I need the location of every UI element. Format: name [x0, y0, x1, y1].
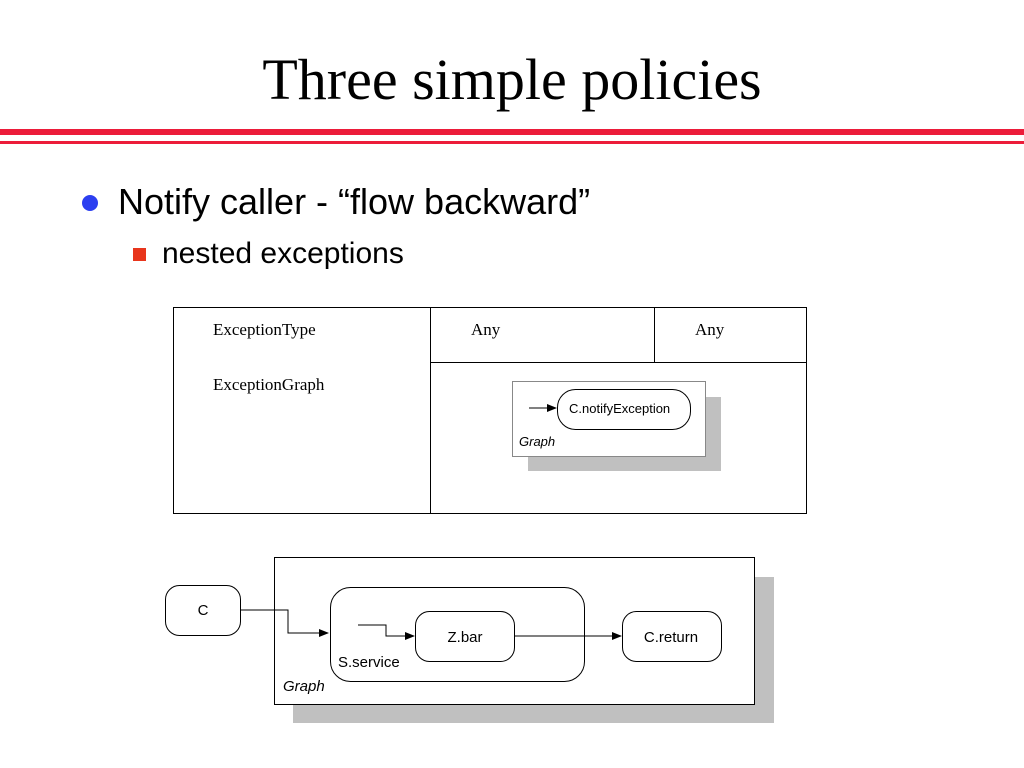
return-label: C.return [644, 629, 698, 646]
service-entry-arrow [358, 624, 415, 640]
zbar-label: Z.bar [447, 629, 482, 646]
notify-exception-node [557, 389, 691, 430]
exception-type-value-1: Any [471, 320, 501, 339]
lower-graph: C S.service Z.bar C.return Graph [165, 557, 774, 723]
exception-type-value-2: Any [695, 320, 725, 339]
return-node [622, 611, 722, 662]
notify-graph-box: C.notifyException Graph [512, 381, 721, 471]
notify-exception-label: C.notifyException [569, 401, 670, 416]
bullet-level1: Notify caller - “flow backward” [118, 181, 591, 222]
title-rule-thin [0, 141, 1024, 144]
title-rule-thick [0, 129, 1024, 135]
bullet-square-icon [133, 248, 146, 261]
notify-graph-label: Graph [519, 434, 555, 449]
lower-graph-label: Graph [283, 678, 325, 695]
service-label: S.service [338, 654, 400, 671]
bullet-dot-icon [82, 195, 98, 211]
row-label-exception-graph: ExceptionGraph [213, 375, 325, 394]
caller-node [165, 585, 241, 636]
slide-title: Three simple policies [262, 47, 762, 112]
row-label-exception-type: ExceptionType [213, 320, 316, 339]
caller-to-service-arrow [241, 609, 329, 637]
zbar-node [415, 611, 515, 662]
policy-table: ExceptionType ExceptionGraph Any Any C.n… [173, 307, 807, 514]
bullet-level2: nested exceptions [162, 237, 404, 270]
caller-label: C [198, 602, 209, 619]
